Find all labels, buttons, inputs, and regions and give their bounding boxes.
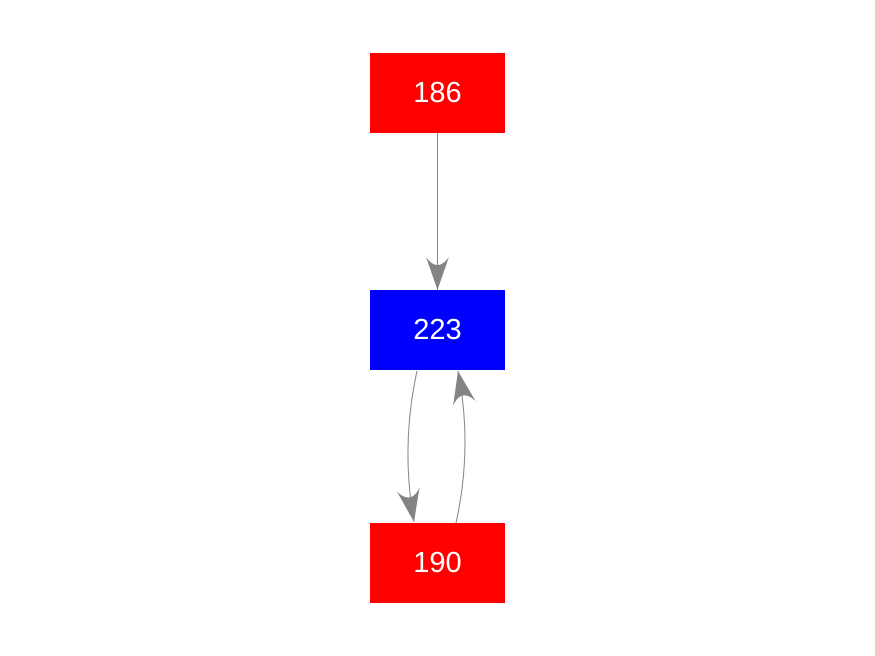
node-label: 223 [413, 313, 462, 346]
edge-190-to-223 [453, 370, 476, 524]
node-186[interactable]: 186 [370, 53, 505, 133]
node-label: 190 [413, 546, 462, 579]
node-label: 186 [413, 76, 462, 109]
node-190[interactable]: 190 [370, 523, 505, 603]
node-223[interactable]: 223 [370, 290, 505, 370]
edge-223-to-190 [396, 370, 420, 523]
